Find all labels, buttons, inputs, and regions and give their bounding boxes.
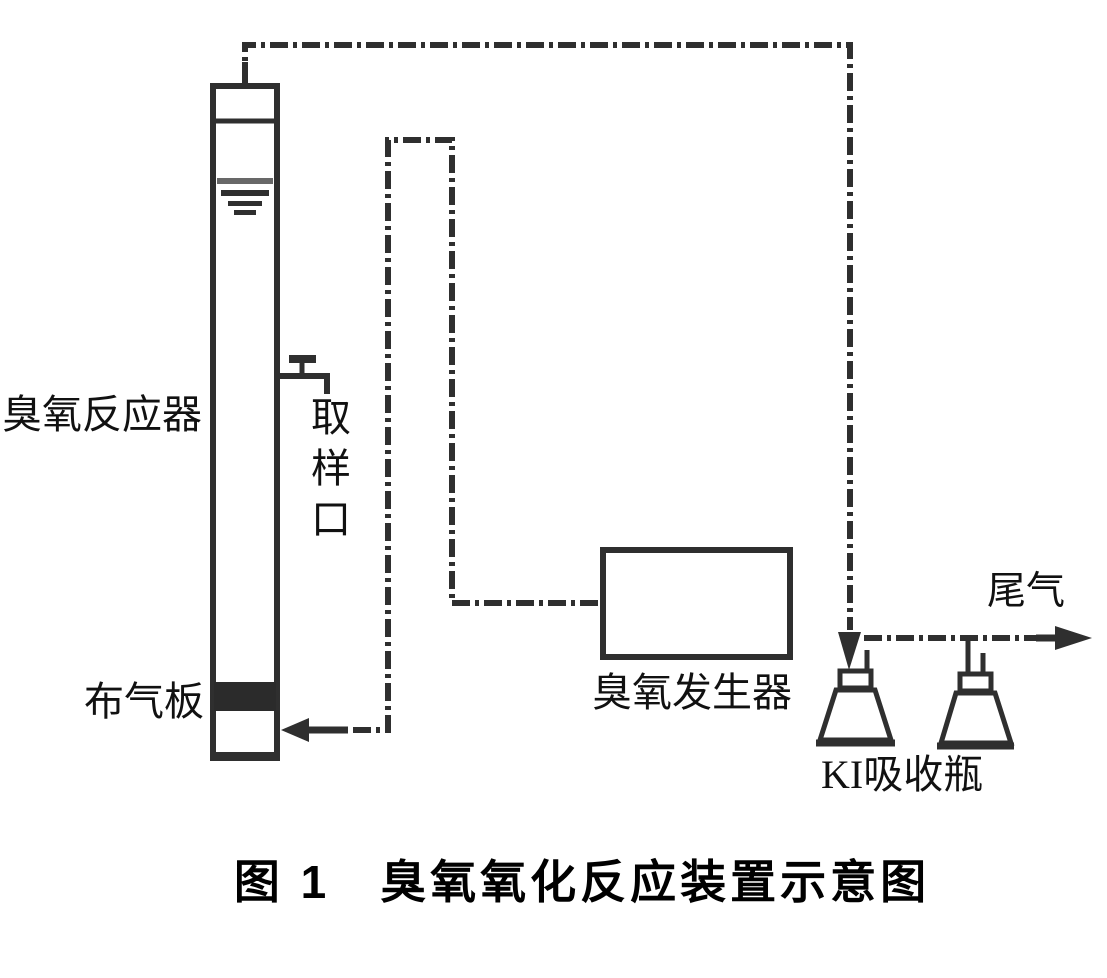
pipe-generator-to-reactor: [344, 137, 598, 733]
tail-gas-arrowhead: [1055, 626, 1092, 650]
flask1-stopper: [837, 668, 874, 691]
sample-port-char-3: 口: [311, 497, 351, 542]
pipe-reactor-to-absorber: [242, 42, 853, 630]
tail-gas-label: 尾气: [987, 570, 1066, 613]
sample-port-label: 取 样 口: [308, 392, 354, 545]
gas-distributor-plate: [214, 682, 276, 711]
reactor-label: 臭氧反应器: [2, 392, 202, 437]
liquid-level-icon: [217, 178, 273, 215]
reactor-inlet-arrowhead: [281, 718, 309, 742]
ozone-generator-label: 臭氧发生器: [592, 670, 792, 715]
flask1-body: [816, 687, 895, 743]
reactor-column: [210, 83, 280, 760]
ki-bottle-1: [816, 650, 895, 747]
figure-caption: 图 1 臭氧氧化反应装置示意图: [233, 856, 931, 908]
sample-valve-pipe: [280, 373, 330, 394]
ki-bottle-2: [937, 641, 1015, 750]
sample-valve: [280, 355, 330, 394]
reactor-base: [210, 752, 280, 761]
sample-port-char-2: 样: [311, 446, 351, 491]
flask2-body: [937, 690, 1015, 746]
sample-port-char-1: 取: [311, 395, 351, 440]
absorber-inlet-arrowhead: [838, 632, 861, 670]
gas-distributor-label: 布气板: [84, 679, 204, 724]
ozone-generator-box: [600, 547, 793, 660]
sample-valve-handle: [289, 355, 316, 363]
flask2-stopper: [957, 671, 994, 694]
ki-bottle-label: KI吸收瓶: [821, 752, 984, 797]
